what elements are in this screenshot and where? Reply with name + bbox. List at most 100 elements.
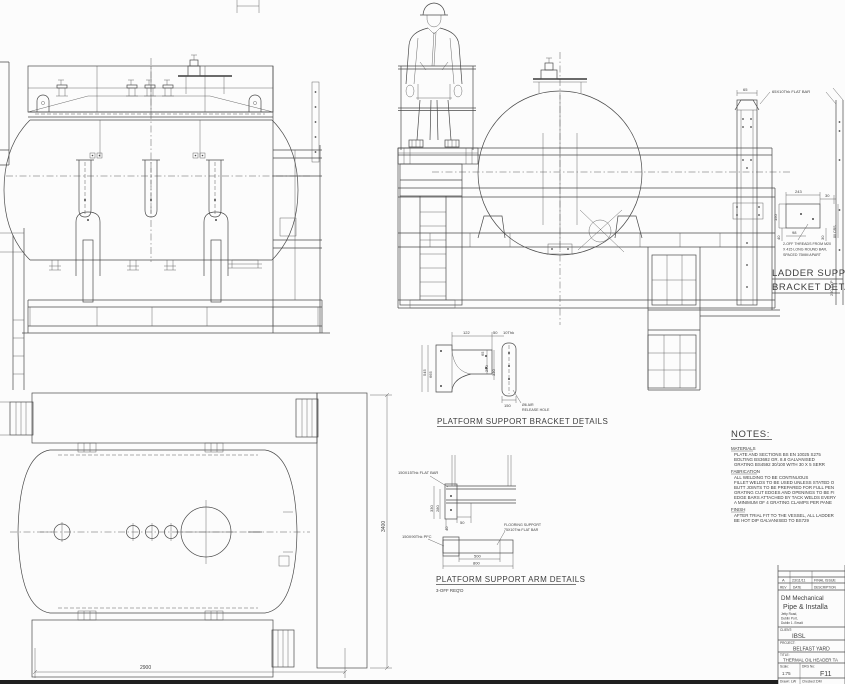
top-nozzles — [56, 54, 232, 97]
ladder-detail-title-1: LADDER SUPPORT — [772, 268, 845, 279]
flat-bar-label: 65X10Thk FLAT BAR — [772, 89, 810, 94]
dim-243: 243 — [795, 189, 802, 194]
plan-width-dim: 2900 — [140, 665, 151, 671]
bracket-side-view: 150 Ø6 AIR RELEASE HOLE — [501, 342, 550, 412]
note-line: A MINIMUM OF 4 GRATING CLAMPS PER PANE — [734, 500, 832, 505]
dim-150: 150 — [773, 214, 778, 221]
checked-value: DM — [816, 680, 822, 684]
client-value: IBSL — [792, 633, 806, 640]
plan-view: 2900 3400 — [0, 392, 392, 678]
nozzle — [56, 79, 68, 97]
platform-arm-qty: 3-OFF REQ'D — [436, 588, 463, 593]
drg-label: DRG No: — [802, 665, 815, 669]
platform-arm-detail: 330 280 50 40 150X15Thk FLAT BAR FLOORIN… — [398, 455, 585, 593]
base-frame — [22, 299, 330, 334]
ladder-detail-title-2: BRACKET DETAILS — [772, 282, 845, 293]
note-line: FILLET WELDS TO BE USED UNLESS STATED O — [734, 480, 835, 485]
nozzle — [162, 79, 174, 97]
note-line: BOLTING BS3692 GR. 8.8 GALVANISED — [734, 457, 815, 462]
dim-150b: 150 — [504, 403, 511, 408]
platform-arm-title: PLATFORM SUPPORT ARM DETAILS — [436, 575, 585, 584]
flooring-label-2: 75X10Thk FLAT BAR — [504, 528, 539, 532]
drawn-label: Drawn: — [780, 680, 790, 684]
handrail-top — [27, 65, 274, 118]
support-tower — [399, 163, 463, 309]
plan-dimensions: 2900 3400 — [32, 392, 392, 678]
scale-value: 1:75 — [782, 671, 791, 676]
cut-dimension-marks — [236, 0, 260, 13]
note-line: BE HOT DIP GALVANISED TO BS729 — [734, 518, 809, 523]
dim-30b: 30 — [820, 235, 825, 240]
dim-65: 65 — [480, 351, 485, 356]
figure-person — [405, 2, 463, 148]
ladder-bracket-detail: 65 65X10Thk FLAT BAR 250 TYP 243 30 150 … — [732, 87, 845, 306]
col-description: DESCRIPTION — [814, 586, 836, 590]
col-date: DATE — [793, 586, 801, 590]
dim-crs: 80 CRS — [833, 225, 837, 238]
revision-table: A 23/11/11 FINAL ISSUE REV DATE DESCRIPT… — [780, 578, 836, 590]
dim-330: 330 — [491, 369, 496, 376]
note-line: PLATE AND SECTIONS BS EN 10025 S275 — [734, 452, 821, 457]
air-hole-label-1: Ø6 AIR — [522, 403, 534, 407]
thread-note-2: X 415 LONG ROUND BAR, — [783, 248, 827, 252]
bottom-nozzles — [49, 259, 262, 271]
notes-block: NOTES: MATERIALS PLATE AND SECTIONS BS E… — [731, 429, 836, 523]
right-connection — [272, 66, 322, 333]
dim-665: 665 — [428, 371, 433, 378]
right-ladder-structure — [647, 247, 780, 391]
note-line: BUTT JOINTS TO BE PREPARED FOR FULL PEN — [734, 485, 834, 490]
bracket-dims: 122 50 10Thk 65 290 330 545 665 — [421, 330, 514, 392]
ladder-bracket-bar-right: 250 TYP — [825, 87, 844, 305]
note-line: GRATING CUT EDGES AND OPENINGS TO BE FI — [734, 490, 834, 495]
ladder-bracket-plate-detail: 243 30 150 40 98 30 80 CRS 2-OFF THREADS… — [773, 189, 839, 257]
dim-50: 50 — [460, 520, 465, 525]
dim-545: 545 — [422, 369, 427, 376]
platform-bracket-title: PLATFORM SUPPORT BRACKET DETAILS — [437, 417, 608, 426]
notes-fabrication-title: FABRICATION — [731, 469, 760, 474]
company-address-2: Dublin Port, — [781, 617, 798, 621]
lifting-lug — [36, 94, 262, 112]
handrail-platform — [397, 65, 479, 165]
rev-date: 23/11/11 — [792, 579, 805, 583]
company-name-2: Pipe & Installa — [783, 604, 828, 611]
grating-strip-bottom — [31, 619, 274, 678]
support-columns — [75, 159, 229, 303]
support-pads-plan — [77, 442, 224, 621]
dim-122: 122 — [463, 330, 470, 335]
manway-top — [178, 54, 232, 94]
vessel-plan-outline — [10, 449, 310, 614]
platform-bracket-detail: 122 50 10Thk 65 290 330 545 665 150 Ø6 A… — [421, 330, 608, 427]
rev-letter: A — [782, 578, 785, 583]
rev-description: FINAL ISSUE — [814, 579, 836, 583]
dim-98: 98 — [792, 230, 797, 235]
drg-number: F11 — [820, 671, 832, 678]
arm-side-view: 330 280 50 40 150X15Thk FLAT BAR — [398, 455, 516, 531]
dim-40: 40 — [444, 526, 449, 531]
flooring-label-1: FLOORING SUPPORT — [504, 523, 542, 527]
notes-finish-title: FINISH — [731, 507, 745, 512]
thread-note-1: 2-OFF THREADS FROM M20 — [783, 242, 831, 246]
grating-strip-top — [31, 392, 318, 444]
dim-800: 800 — [473, 561, 480, 566]
notes-materials-title: MATERIALS — [731, 446, 756, 451]
drawn-value: LW — [791, 680, 797, 684]
thread-note-3: SPACED 75MM APART — [783, 253, 822, 257]
plan-ladders — [0, 398, 319, 668]
company-address-3: Dublin 1. Email: — [781, 621, 803, 625]
col-rev: REV — [780, 586, 787, 590]
scale-label: Scale: — [780, 665, 789, 669]
bar-top-dim: 65 — [743, 87, 748, 92]
company-block: DM Mechanical Pipe & Installa Jetty Road… — [781, 595, 828, 625]
bolt-cleats — [89, 152, 206, 159]
title-label: TITLE: — [780, 653, 790, 657]
note-line: AFTER TRIAL FIT TO THE VESSEL, ALL LADDE… — [734, 513, 834, 518]
side-elevation-view — [0, 0, 330, 390]
dim-50: 50 — [493, 330, 498, 335]
project-value: BELFAST YARD — [793, 647, 830, 653]
left-edge-ladder — [0, 61, 25, 390]
company-name-1: DM Mechanical — [781, 595, 824, 602]
vessel-end — [432, 52, 790, 325]
typ-dim: 250 TYP — [829, 280, 834, 296]
nozzle — [126, 79, 138, 97]
